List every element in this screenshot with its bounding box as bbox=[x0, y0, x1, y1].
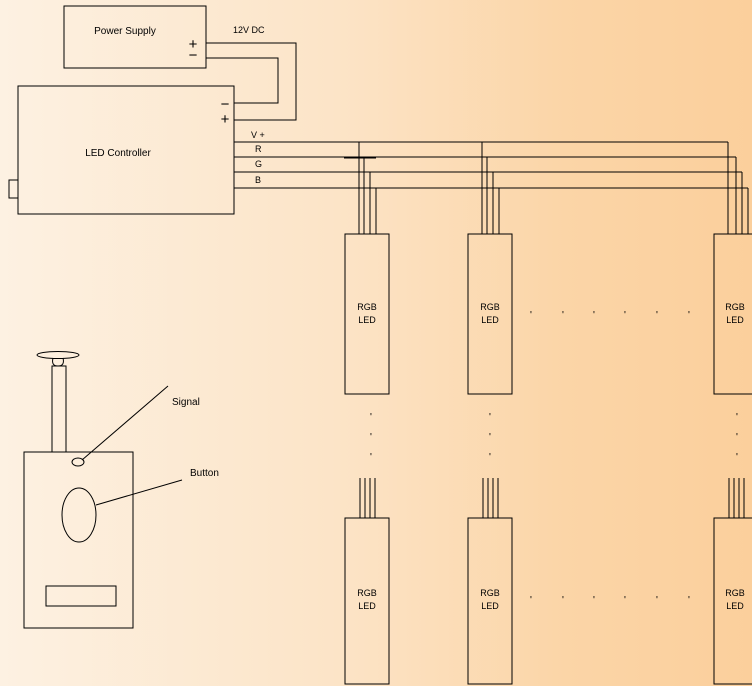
svg-text:': ' bbox=[530, 310, 532, 321]
power-supply: Power Supply + − bbox=[63, 5, 207, 69]
signal-callout-line bbox=[81, 385, 169, 461]
svg-text:': ' bbox=[656, 310, 658, 321]
rgb-led-label: LED bbox=[358, 315, 376, 325]
rgb-led-label: RGB bbox=[480, 302, 500, 312]
bottom-row-wire-stubs bbox=[359, 478, 745, 518]
rgb-led-label: RGB bbox=[725, 588, 745, 598]
rgb-led-label: LED bbox=[358, 601, 376, 611]
svg-text:': ' bbox=[562, 310, 564, 321]
svg-text:': ' bbox=[530, 595, 532, 606]
svg-text:': ' bbox=[736, 412, 738, 423]
remote-display bbox=[45, 585, 117, 607]
wire-positive bbox=[206, 42, 297, 121]
rgb-led-bottom-3: RGB LED bbox=[713, 517, 752, 685]
drops-column-1 bbox=[344, 142, 377, 234]
button-label: Button bbox=[190, 468, 219, 479]
wire-negative bbox=[206, 57, 279, 104]
svg-text:': ' bbox=[593, 310, 595, 321]
channel-label-b: B bbox=[255, 175, 261, 185]
svg-text:': ' bbox=[624, 595, 626, 606]
svg-text:': ' bbox=[593, 595, 595, 606]
antenna-tip bbox=[36, 351, 80, 359]
svg-text:': ' bbox=[656, 595, 658, 606]
signal-label: Signal bbox=[172, 397, 200, 408]
rgb-led-bottom-1: RGB LED bbox=[344, 517, 390, 685]
signal-led bbox=[71, 457, 85, 467]
svg-text:': ' bbox=[370, 452, 372, 463]
channel-label-vplus: V + bbox=[251, 130, 265, 140]
power-supply-label: Power Supply bbox=[94, 26, 156, 37]
rgb-led-label: RGB bbox=[725, 302, 745, 312]
led-controller-label: LED Controller bbox=[85, 148, 151, 159]
channel-label-g: G bbox=[255, 159, 262, 169]
rgb-led-bottom-2: RGB LED bbox=[467, 517, 513, 685]
svg-text:': ' bbox=[489, 412, 491, 423]
power-supply-plus-terminal: + bbox=[189, 36, 198, 53]
button-callout-line bbox=[95, 479, 183, 506]
rgb-led-label: RGB bbox=[357, 302, 377, 312]
svg-text:': ' bbox=[562, 595, 564, 606]
rgb-led-label: LED bbox=[726, 315, 744, 325]
ellipsis-vertical: ' ' ' ' ' ' ' ' ' bbox=[370, 412, 738, 463]
remote-control bbox=[23, 351, 134, 629]
remote-button[interactable] bbox=[61, 487, 97, 543]
rgb-led-label: LED bbox=[481, 601, 499, 611]
svg-text:': ' bbox=[370, 432, 372, 443]
channel-label-r: R bbox=[255, 144, 262, 154]
rgb-led-label: LED bbox=[726, 601, 744, 611]
ellipsis-bottom-row: ' ' ' ' ' ' bbox=[530, 595, 690, 606]
rgb-led-top-2: RGB LED bbox=[467, 233, 513, 395]
led-controller-plus-terminal: + bbox=[221, 111, 230, 128]
rgb-led-label: RGB bbox=[357, 588, 377, 598]
svg-text:': ' bbox=[736, 452, 738, 463]
rgb-led-top-3: RGB LED bbox=[713, 233, 752, 395]
rgb-led-label: RGB bbox=[480, 588, 500, 598]
bus-wires bbox=[234, 141, 748, 189]
svg-text:': ' bbox=[489, 452, 491, 463]
rgb-led-top-1: RGB LED bbox=[344, 233, 390, 395]
rgb-led-label: LED bbox=[481, 315, 499, 325]
svg-text:': ' bbox=[489, 432, 491, 443]
svg-text:': ' bbox=[688, 310, 690, 321]
svg-text:': ' bbox=[370, 412, 372, 423]
led-controller-minus-terminal: − bbox=[221, 96, 230, 113]
led-controller: LED Controller − + bbox=[8, 85, 235, 215]
drops-column-3 bbox=[727, 142, 749, 234]
power-supply-minus-terminal: − bbox=[189, 47, 198, 64]
drops-column-2 bbox=[481, 142, 500, 234]
ellipsis-top-row: ' ' ' ' ' ' bbox=[530, 310, 690, 321]
svg-text:': ' bbox=[688, 595, 690, 606]
svg-text:': ' bbox=[736, 432, 738, 443]
voltage-label: 12V DC bbox=[233, 25, 265, 35]
svg-text:': ' bbox=[624, 310, 626, 321]
